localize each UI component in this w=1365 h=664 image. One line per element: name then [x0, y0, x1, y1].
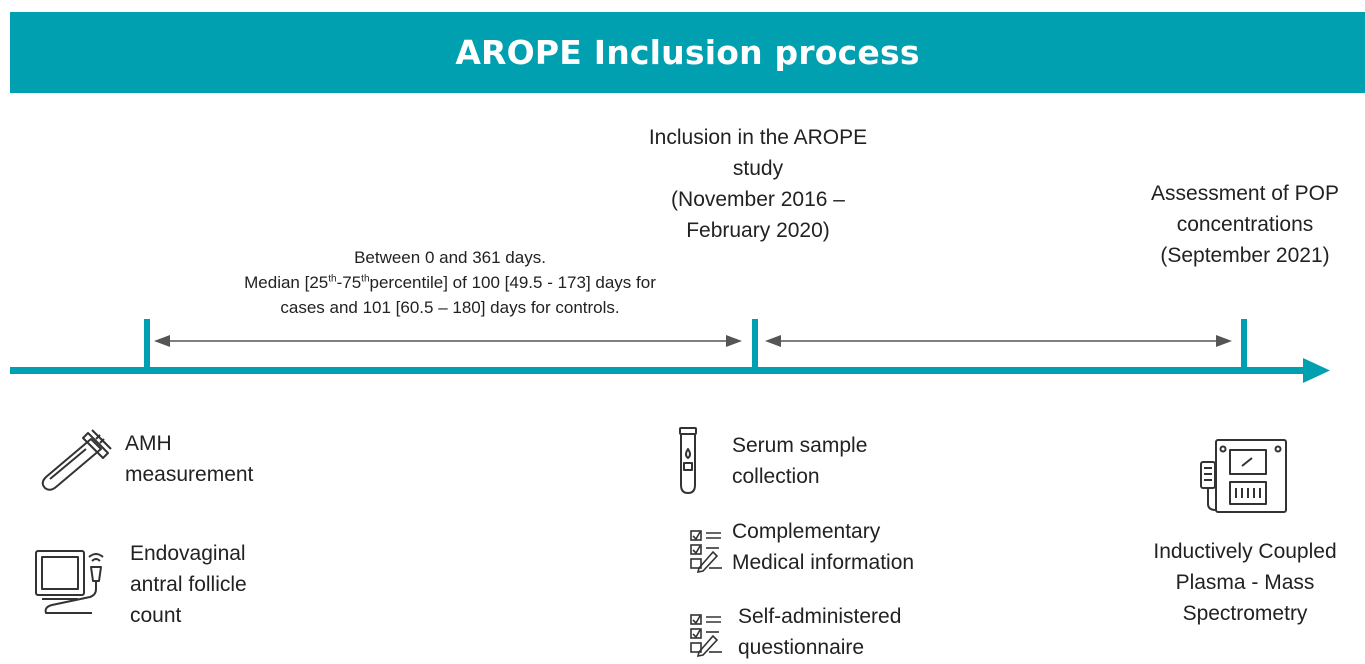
self-administered-label: Self-administered questionnaire [738, 605, 902, 659]
interval-arrow-2 [765, 335, 1232, 347]
blood-tube-icon [679, 427, 697, 494]
serum-label: Serum sample collection [732, 434, 868, 488]
inclusion-label: Inclusion in the AROPE study (November 2… [648, 126, 868, 242]
endovaginal-label: Endovaginal antral follicle count [130, 542, 247, 627]
timeline-arrowhead [1303, 358, 1330, 383]
title-banner: AROPE Inclusion process [10, 12, 1365, 93]
mass-spectrometer-icon [1200, 439, 1287, 513]
test-tube-icon [41, 429, 112, 491]
timeline-axis [10, 367, 1310, 374]
checklist-icon [690, 530, 722, 574]
tick-amh [144, 319, 150, 369]
page-title: AROPE Inclusion process [455, 33, 920, 72]
assessment-label: Assessment of POP concentrations (Septem… [1151, 182, 1339, 267]
interval-median-line: Median [25th-75thpercentile] of 100 [49.… [244, 273, 656, 292]
interval-arrow-1 [154, 335, 742, 347]
amh-label: AMH measurement [125, 432, 254, 486]
interval-description: Between 0 and 361 days. Median [25th-75t… [140, 245, 760, 320]
tick-assessment [1241, 319, 1247, 369]
complementary-label: Complementary Medical information [732, 520, 915, 574]
icpms-label: Inductively Coupled Plasma - Mass Spectr… [1153, 540, 1337, 625]
tick-inclusion [752, 319, 758, 369]
ultrasound-monitor-icon [35, 550, 104, 614]
checklist-icon [690, 614, 722, 658]
